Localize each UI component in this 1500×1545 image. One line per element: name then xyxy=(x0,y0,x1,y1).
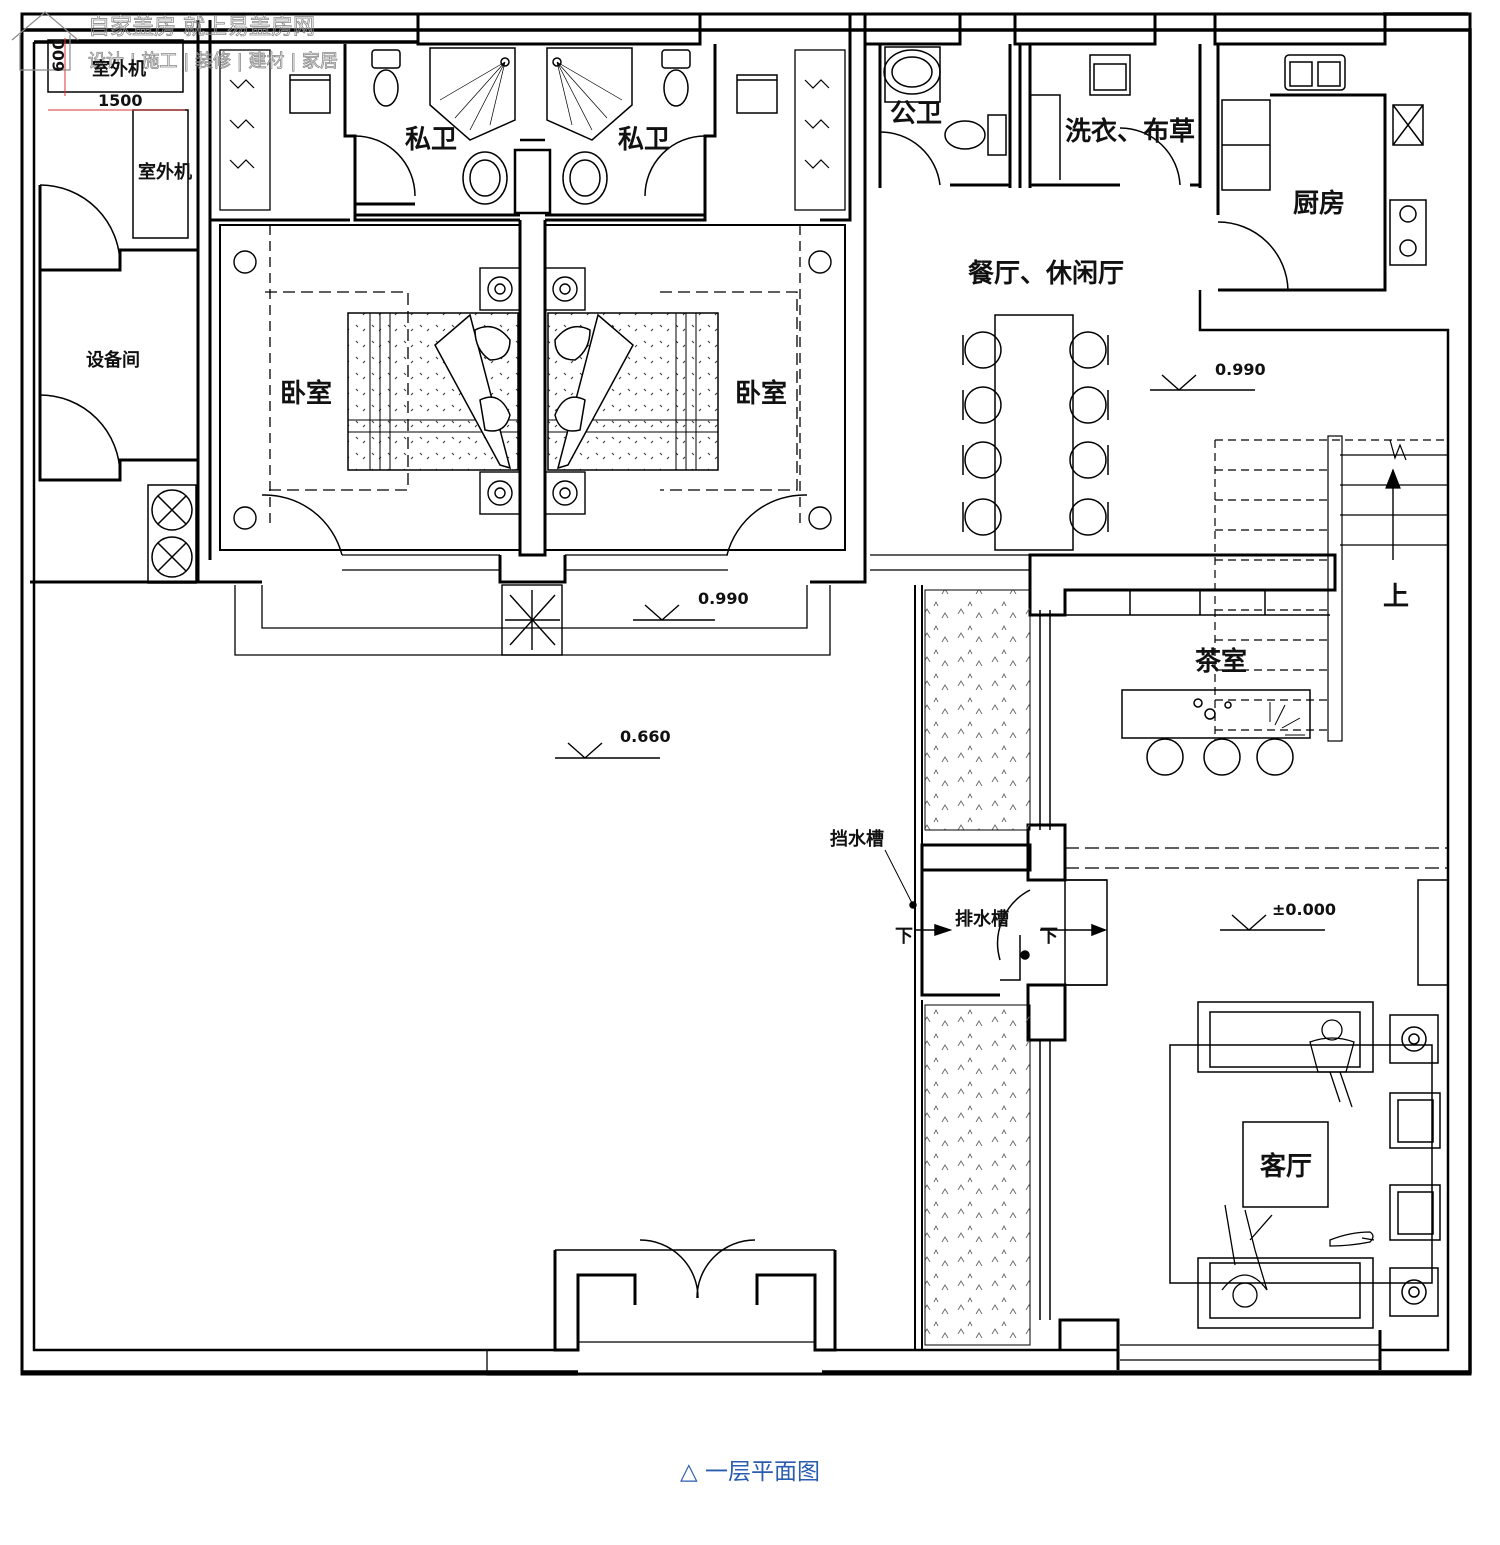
private-bath-right-label: 私卫 xyxy=(618,125,670,155)
level-living: ±0.000 xyxy=(1272,900,1336,919)
outdoor-unit-1-label: 室外机 xyxy=(92,58,146,80)
dimension-1500: 1500 xyxy=(98,91,143,110)
outdoor-unit-2-label: 室外机 xyxy=(138,161,192,183)
exterior-walls xyxy=(20,12,1472,1376)
planters xyxy=(501,584,563,656)
public-bath-label: 公卫 xyxy=(890,99,942,129)
stair-up-label: 上 xyxy=(1383,582,1409,612)
bedroom-left-label: 卧室 xyxy=(280,378,332,409)
bedroom-right-label: 卧室 xyxy=(735,378,787,409)
thin-lines xyxy=(219,49,1448,1376)
equipment-room-label: 设备间 xyxy=(86,349,140,371)
living-room-label: 客厅 xyxy=(1260,1151,1312,1182)
watermark: 自家盖房 就上易盖房网 设计 | 施工 | 装修 | 建材 | 家居 xyxy=(11,11,338,72)
tea-room-furniture xyxy=(1064,590,1330,776)
beds xyxy=(347,312,719,471)
bathroom-fixtures xyxy=(39,46,1427,1299)
watermark-line1: 自家盖房 就上易盖房网 xyxy=(88,15,315,40)
step-down-left-label: 下 xyxy=(895,926,913,947)
interior-walls xyxy=(30,14,1387,1370)
level-markers xyxy=(555,374,1325,931)
tea-room-label: 茶室 xyxy=(1195,646,1247,677)
bedside-tables xyxy=(233,250,832,530)
wardrobe-marks xyxy=(229,79,830,169)
figure-caption: △ 一层平面图 xyxy=(680,1459,820,1485)
dimension-600: 600 xyxy=(49,39,68,72)
step-down-right-label: 下 xyxy=(1040,926,1058,947)
level-courtyard: 0.660 xyxy=(620,727,671,746)
floor-plan: 自家盖房 就上易盖房网 设计 | 施工 | 装修 | 建材 | 家居 室外机 室… xyxy=(11,11,1472,1376)
person-figures xyxy=(1221,1019,1375,1308)
level-bedroom-porch: 0.990 xyxy=(698,589,749,608)
living-room-furniture xyxy=(1169,1001,1441,1329)
private-bath-left-label: 私卫 xyxy=(405,125,457,155)
dining-lounge-label: 餐厅、休闲厅 xyxy=(968,259,1124,289)
outdoor-ac-units xyxy=(47,38,197,584)
laundry-label: 洗衣、布草 xyxy=(1065,116,1195,147)
drain-channel-label: 排水槽 xyxy=(955,908,1009,930)
dining-chairs xyxy=(962,331,1109,536)
level-dining: 0.990 xyxy=(1215,360,1266,379)
dining-set xyxy=(962,314,1109,551)
water-stop-label: 挡水槽 xyxy=(830,828,884,850)
watermark-line2: 设计 | 施工 | 装修 | 建材 | 家居 xyxy=(88,51,338,72)
garden-beds xyxy=(924,589,1031,1346)
kitchen-label: 厨房 xyxy=(1293,189,1345,219)
drain-channel xyxy=(884,849,1449,986)
